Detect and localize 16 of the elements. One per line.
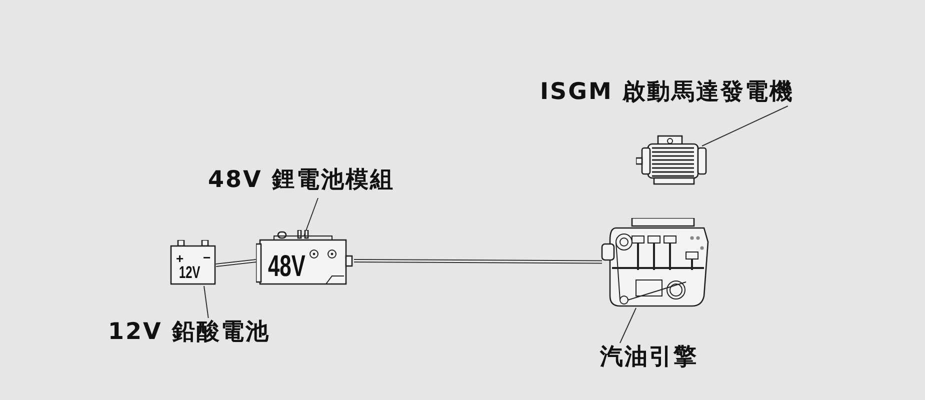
cable (216, 259, 256, 268)
part-label: 48V 鋰電池模組 (208, 166, 394, 194)
leader-line (204, 286, 209, 318)
part-label: ISGM 啟動馬達發電機 (540, 78, 794, 106)
module-voltage-text: 48V (268, 252, 306, 282)
battery-drawing (170, 240, 216, 286)
part-label: 汽油引擎 (600, 343, 698, 371)
plus-sign: + (176, 252, 184, 265)
leader-line (620, 308, 636, 344)
battery-voltage-text: 12V (179, 264, 200, 281)
part-label: 12V 鉛酸電池 (108, 318, 270, 346)
cable (354, 259, 602, 264)
leader-line (702, 106, 788, 146)
battery-module-drawing (256, 230, 354, 286)
minus-sign: − (203, 251, 211, 264)
leader-line (304, 198, 318, 236)
